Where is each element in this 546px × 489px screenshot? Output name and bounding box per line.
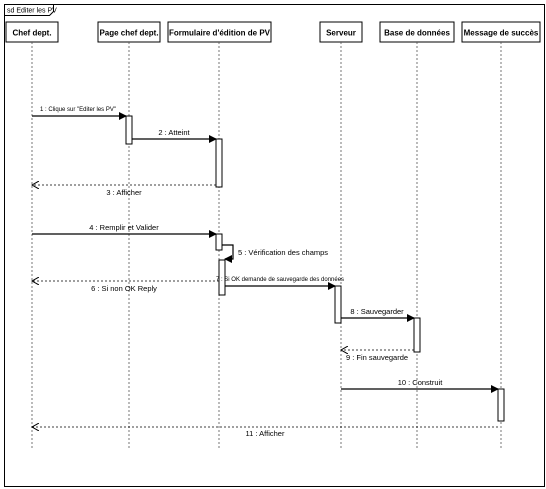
participant-msg-label: Message de succès bbox=[464, 29, 539, 38]
message-4-label: 4 : Remplir et Valider bbox=[89, 223, 159, 232]
participant-page-label: Page chef dept. bbox=[99, 29, 158, 38]
participant-page: Page chef dept. bbox=[97, 21, 161, 43]
participant-bdd: Base de données bbox=[379, 21, 455, 43]
activation-form-1 bbox=[215, 138, 223, 188]
message-2-label: 2 : Atteint bbox=[158, 128, 190, 137]
activation-bdd bbox=[413, 317, 421, 353]
message-9-label: 9 : Fin sauvegarde bbox=[346, 353, 408, 362]
activation-form-3 bbox=[218, 259, 226, 296]
message-5-label: 5 : Vérification des champs bbox=[238, 248, 328, 257]
participant-serveur: Serveur bbox=[319, 21, 363, 43]
message-6-label: 6 : Si non OK Reply bbox=[91, 284, 157, 293]
message-8-label: 8 : Sauvegarder bbox=[350, 307, 404, 316]
message-11-label: 11 : Afficher bbox=[246, 429, 285, 438]
message-5-arrow bbox=[222, 244, 234, 263]
participant-chef: Chef dept. bbox=[5, 21, 59, 43]
activation-serveur bbox=[334, 285, 342, 324]
frame-title: sd Editer les PV bbox=[7, 8, 57, 15]
participant-form: Formulaire d'édition de PV bbox=[167, 21, 272, 43]
participant-msg: Message de succès bbox=[461, 21, 541, 43]
message-3-label: 3 : Afficher bbox=[106, 188, 142, 197]
diagram-frame bbox=[4, 4, 545, 487]
activation-form-2 bbox=[215, 233, 223, 251]
activation-msg bbox=[497, 388, 505, 422]
message-10-label: 10 : Construit bbox=[398, 378, 444, 387]
frame-title-tab bbox=[4, 4, 54, 16]
participant-form-label: Formulaire d'édition de PV bbox=[169, 29, 271, 38]
participant-serveur-label: Serveur bbox=[326, 29, 356, 38]
participant-chef-label: Chef dept. bbox=[12, 29, 51, 38]
activation-page bbox=[125, 115, 133, 145]
participant-bdd-label: Base de données bbox=[384, 29, 450, 38]
message-7-label: 7 : Si OK demande de sauvegarde des donn… bbox=[216, 277, 344, 283]
message-1-label: 1 : Clique sur "Editer les PV" bbox=[40, 107, 116, 113]
